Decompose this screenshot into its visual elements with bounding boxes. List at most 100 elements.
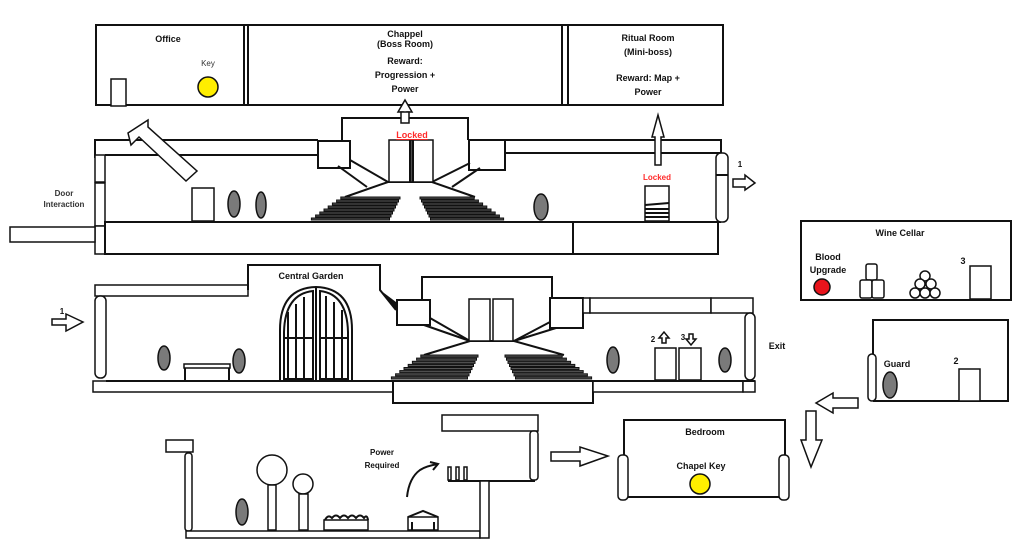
chapel-key-label: Chapel Key bbox=[676, 461, 725, 471]
upper-right-door[interactable] bbox=[715, 152, 729, 223]
stair-step bbox=[390, 376, 468, 380]
stair-step bbox=[395, 373, 470, 377]
door-interaction-door[interactable] bbox=[94, 182, 106, 227]
office-door[interactable] bbox=[110, 78, 127, 107]
entry-1-label: 1 bbox=[60, 307, 65, 316]
central-garden-title: Central Garden bbox=[278, 271, 343, 281]
stair-step bbox=[323, 208, 395, 212]
enemy-icon[interactable] bbox=[533, 193, 549, 221]
door-2-up[interactable] bbox=[654, 347, 677, 381]
office-title: Office bbox=[155, 34, 181, 44]
barrel-icon bbox=[859, 279, 873, 299]
ledge-door[interactable] bbox=[529, 430, 539, 481]
power-required-label-2: Required bbox=[365, 461, 400, 470]
upper-hall: Door Interaction bbox=[9, 117, 729, 255]
chapel-door-left[interactable] bbox=[388, 139, 412, 183]
upper-hall-door[interactable] bbox=[191, 187, 215, 222]
door-2-label: 2 bbox=[953, 356, 958, 366]
door-interaction-label-1: Door bbox=[55, 189, 74, 198]
ritual-reward-2: Power bbox=[634, 87, 662, 97]
exit-door[interactable] bbox=[744, 312, 756, 381]
lower-left-door[interactable] bbox=[184, 452, 193, 532]
stair-step bbox=[327, 205, 397, 209]
chappel-room: Chappel (Boss Room) Reward: Progression … bbox=[243, 24, 563, 106]
central-door-right[interactable] bbox=[492, 298, 514, 342]
garden-arch-door[interactable] bbox=[279, 285, 353, 382]
stair-step bbox=[421, 199, 479, 203]
chapel-key-icon[interactable] bbox=[689, 473, 711, 495]
stair-step bbox=[411, 360, 476, 364]
key-icon[interactable] bbox=[197, 76, 219, 98]
bedroom-left-door[interactable] bbox=[617, 454, 629, 501]
arrow-down-small-icon bbox=[684, 333, 698, 347]
stair-step bbox=[424, 205, 488, 209]
central-door-left[interactable] bbox=[468, 298, 491, 342]
chest-icon bbox=[407, 509, 439, 531]
enemy-icon[interactable] bbox=[227, 190, 241, 218]
wine-pile-icon bbox=[909, 270, 941, 299]
guard-enemy-icon[interactable] bbox=[882, 371, 898, 399]
planter-icon bbox=[323, 514, 369, 531]
arrow-left-icon bbox=[814, 391, 859, 415]
exit-1-label: 1 bbox=[738, 160, 743, 169]
guard-room: Guard 2 bbox=[867, 319, 1009, 402]
stair-step bbox=[416, 357, 478, 361]
chapel-door-right[interactable] bbox=[410, 139, 434, 183]
enemy-icon[interactable] bbox=[232, 348, 246, 374]
ritual-reward-1: Reward: Map + bbox=[616, 73, 680, 83]
guard-label: Guard bbox=[884, 359, 911, 369]
enemy-icon[interactable] bbox=[235, 498, 249, 526]
enemy-icon[interactable] bbox=[255, 191, 267, 219]
tree-icon bbox=[292, 473, 314, 531]
arrow-to-bedroom-icon bbox=[550, 445, 611, 468]
stair-step bbox=[331, 202, 398, 206]
stair-step bbox=[507, 360, 572, 364]
stair-step bbox=[509, 363, 576, 367]
enemy-icon[interactable] bbox=[718, 347, 732, 373]
arrows-upper: 1 bbox=[127, 98, 757, 192]
stair-step bbox=[510, 367, 580, 371]
barrel-icon bbox=[865, 263, 878, 281]
door-3-down[interactable] bbox=[678, 347, 702, 381]
stair-step bbox=[399, 370, 471, 374]
stair-step bbox=[513, 373, 588, 377]
bedroom-room: Bedroom Chapel Key bbox=[617, 419, 790, 501]
stair-step bbox=[319, 211, 393, 215]
stair-step bbox=[512, 370, 584, 374]
ritual-locked-label: Locked bbox=[643, 173, 671, 182]
central-left-door[interactable] bbox=[94, 295, 107, 379]
wine-cellar-room: Wine Cellar Blood Upgrade 3 bbox=[800, 220, 1012, 301]
arrow-to-office-icon bbox=[127, 118, 199, 183]
pointer-line bbox=[406, 463, 439, 498]
ritual-door-group: Locked bbox=[643, 173, 671, 222]
bedroom-right-door[interactable] bbox=[778, 454, 790, 501]
exit-label: Exit bbox=[769, 341, 786, 351]
enemy-icon[interactable] bbox=[157, 345, 171, 371]
blood-upgrade-icon[interactable] bbox=[813, 278, 831, 296]
enemy-icon[interactable] bbox=[606, 346, 620, 374]
upper-staircase: Locked bbox=[310, 130, 505, 221]
stair-step bbox=[403, 367, 473, 371]
power-required-label-1: Power bbox=[370, 448, 394, 457]
ritual-subtitle: (Mini-boss) bbox=[624, 47, 672, 57]
door-up-2-label: 2 bbox=[651, 335, 656, 344]
stair-step bbox=[504, 354, 563, 358]
stair-step bbox=[419, 196, 475, 200]
stair-step bbox=[428, 214, 500, 218]
ritual-title: Ritual Room bbox=[622, 33, 675, 43]
arrow-down-icon bbox=[799, 410, 824, 470]
guard-room-door-2[interactable] bbox=[958, 368, 981, 402]
stair-step bbox=[336, 199, 400, 203]
wine-cellar-door-3[interactable] bbox=[969, 265, 992, 300]
stair-step bbox=[427, 211, 496, 215]
chappel-title: Chappel bbox=[387, 29, 423, 39]
left-wall-segment bbox=[94, 154, 106, 183]
chappel-reward-1: Reward: bbox=[387, 56, 423, 66]
power-gate[interactable] bbox=[447, 466, 535, 482]
office-room: Office Key bbox=[95, 24, 245, 107]
stair-step bbox=[420, 354, 479, 358]
stair-step bbox=[310, 217, 390, 221]
guard-room-door[interactable] bbox=[867, 353, 877, 402]
blood-upgrade-label-2: Upgrade bbox=[810, 265, 847, 275]
